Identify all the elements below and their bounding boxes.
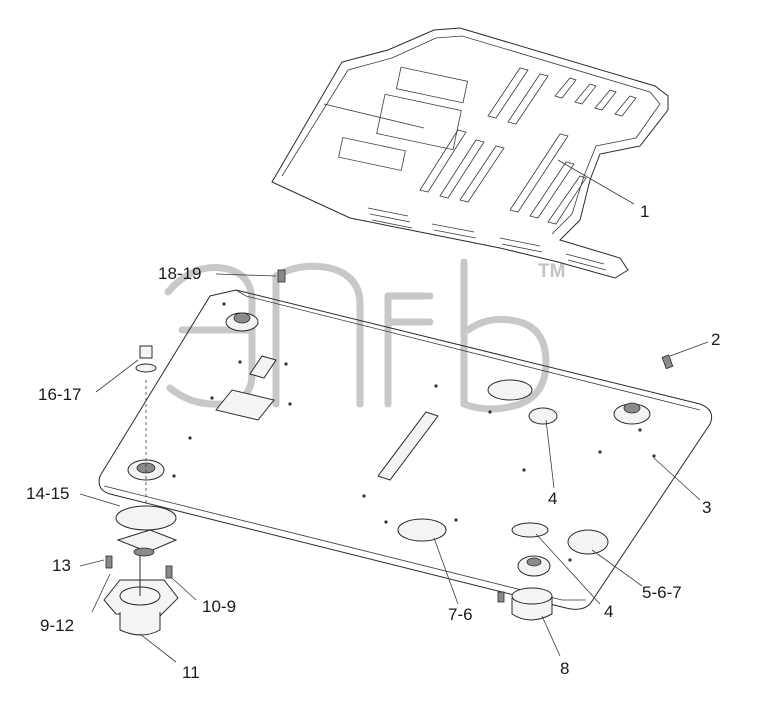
- callout-9-12: 9-12: [40, 616, 75, 635]
- callout-3: 3: [702, 498, 712, 517]
- callout-2: 2: [711, 330, 721, 349]
- part-2-bolt: [661, 354, 674, 370]
- leader-lines: [79, 159, 709, 663]
- part-8-foot: [497, 587, 553, 621]
- callout-7-6: 7-6: [448, 605, 473, 624]
- callout-4-lower: 4: [604, 602, 614, 621]
- callout-13: 13: [52, 556, 71, 575]
- callout-10-9: 10-9: [202, 597, 237, 616]
- part-16-17-nut: [135, 345, 157, 373]
- part-1-cover-sheet: [271, 27, 669, 279]
- part-11-foot-assembly: [103, 380, 179, 636]
- watermark-logo: TM: [164, 258, 565, 413]
- callout-4-upper: 4: [548, 489, 558, 508]
- callout-11: 11: [182, 663, 200, 682]
- callout-5-6-7: 5-6-7: [642, 583, 682, 602]
- callout-16-17: 16-17: [38, 385, 82, 404]
- part-18-19-bolt: [277, 269, 286, 283]
- callout-8: 8: [560, 659, 570, 678]
- part-3-base-plate: [98, 289, 713, 610]
- watermark-trademark: TM: [538, 261, 565, 282]
- callout-14-15: 14-15: [26, 484, 70, 503]
- callout-1: 1: [640, 202, 650, 221]
- callout-18-19: 18-19: [158, 264, 202, 283]
